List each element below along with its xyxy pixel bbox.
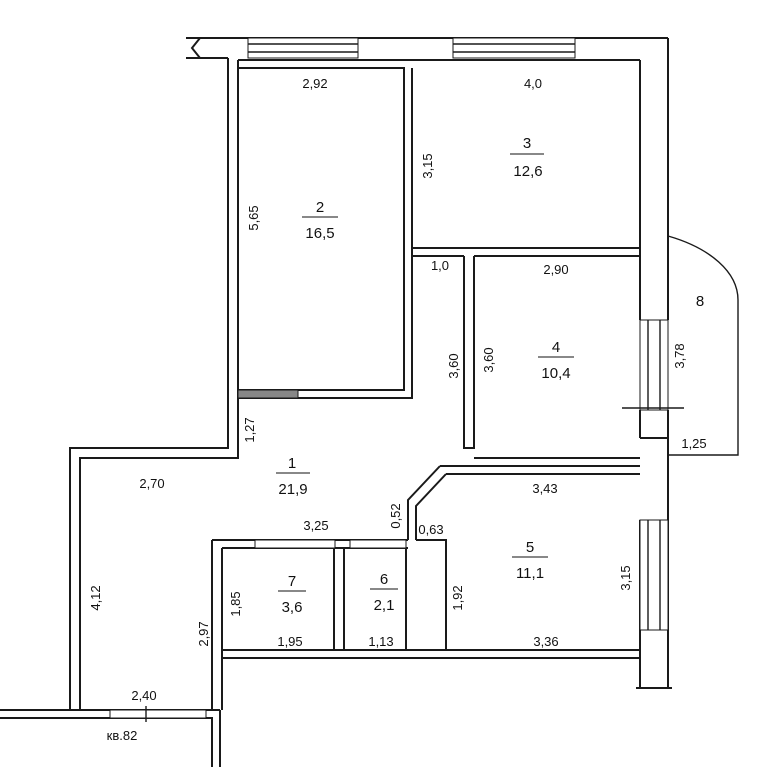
window-top-room-3 <box>452 37 576 59</box>
room-5-area: 11,1 <box>516 565 544 582</box>
room-6-area: 2,1 <box>374 597 395 614</box>
room-1-label: 1 21,9 <box>276 455 310 498</box>
apartment-label: кв.82 <box>107 728 138 743</box>
dim-room-4-gap: 1,0 <box>431 258 449 273</box>
dim-room-4-left: 3,60 <box>446 353 461 378</box>
room-7-area: 3,6 <box>282 599 303 616</box>
dim-room-5-bottom: 3,36 <box>533 634 558 649</box>
room-5-walls <box>222 465 640 659</box>
room-6-label: 6 2,1 <box>370 571 398 614</box>
room-2-number: 2 <box>316 199 324 216</box>
dim-room-1-left-upper: 1,27 <box>242 417 257 442</box>
apartment-marker <box>109 706 207 722</box>
dim-room-1-top: 2,70 <box>139 476 164 491</box>
dim-room-2-top: 2,92 <box>302 76 327 91</box>
dim-room-1-small: 0,52 <box>388 503 403 528</box>
dim-room-1-left: 4,12 <box>88 585 103 610</box>
room-2-walls <box>237 59 640 399</box>
dim-room-2-side: 5,65 <box>246 205 261 230</box>
dim-room-4-top: 2,90 <box>543 262 568 277</box>
room-3-area: 12,6 <box>513 163 542 180</box>
room-5-number: 5 <box>526 539 534 556</box>
dim-room-1-inner: 2,97 <box>196 621 211 646</box>
room-1-number: 1 <box>288 455 296 472</box>
dim-room-5-gap: 0,63 <box>418 522 443 537</box>
room-2-area: 16,5 <box>305 225 334 242</box>
room-6-number: 6 <box>380 571 388 588</box>
dim-room-7-bottom: 1,95 <box>277 634 302 649</box>
dim-balcony-side: 3,78 <box>672 343 687 368</box>
dim-room-3-top: 4,0 <box>524 76 542 91</box>
outer-walls <box>622 38 684 689</box>
room-4-number: 4 <box>552 339 560 356</box>
dim-room-4-right: 3,60 <box>481 347 496 372</box>
dim-room-6-bottom: 1,13 <box>368 634 393 649</box>
room-4-walls <box>463 256 640 467</box>
left-walls <box>0 58 239 767</box>
dim-room-1-bottom: 2,40 <box>131 688 156 703</box>
room-6-7-walls <box>211 539 408 710</box>
room-7-number: 7 <box>288 573 296 590</box>
balcony-outline <box>667 235 739 456</box>
room-2-label: 2 16,5 <box>302 199 338 242</box>
dim-room-3-side: 3,15 <box>420 153 435 178</box>
room-3-number: 3 <box>523 135 531 152</box>
room-8-number: 8 <box>696 293 704 310</box>
dim-room-5-right: 3,15 <box>618 565 633 590</box>
window-top-room-2 <box>247 37 359 59</box>
room-5-label: 5 11,1 <box>512 539 548 582</box>
room-1-area: 21,9 <box>278 481 307 498</box>
dim-room-7-side: 1,85 <box>228 591 243 616</box>
room-3-label: 3 12,6 <box>510 135 544 180</box>
room-7-label: 7 3,6 <box>278 573 306 616</box>
dim-room-5-left: 1,92 <box>450 585 465 610</box>
dim-room-1-corridor: 3,25 <box>303 518 328 533</box>
dim-room-5-top: 3,43 <box>532 481 557 496</box>
room-4-area: 10,4 <box>541 365 570 382</box>
room-3-walls <box>412 247 640 257</box>
dim-balcony-bottom: 1,25 <box>681 436 706 451</box>
room-4-label: 4 10,4 <box>538 339 574 382</box>
